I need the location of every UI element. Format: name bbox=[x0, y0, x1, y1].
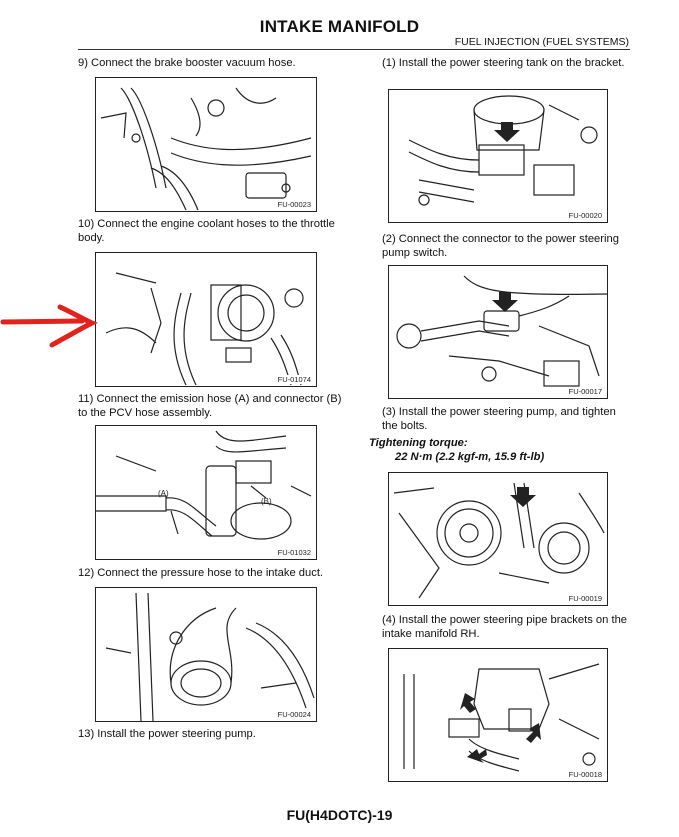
step-13-text: 13) Install the power steering pump. bbox=[78, 728, 256, 740]
step-11-text: 11) Connect the emission hose (A) and co… bbox=[78, 393, 342, 419]
figure-code: FU-00017 bbox=[567, 387, 603, 396]
step-10-text: 10) Connect the engine coolant hoses to … bbox=[78, 218, 335, 244]
figure-code: FU-00018 bbox=[567, 770, 603, 779]
step-3-text: (3) Install the power steering pump, and… bbox=[382, 406, 616, 432]
intake-duct-illustration bbox=[105, 592, 315, 721]
figure-ps-pump: FU-00019 bbox=[388, 472, 608, 606]
figure-pcv-hose: (A) (B) FU-01032 bbox=[95, 425, 317, 560]
figure-code: FU-00020 bbox=[567, 211, 603, 220]
ps-tank-illustration bbox=[408, 95, 598, 206]
arrow-icon bbox=[460, 693, 476, 713]
label-a: (A) bbox=[158, 489, 169, 498]
arrow-icon bbox=[510, 487, 536, 507]
page-footer: FU(H4DOTC)-19 bbox=[286, 807, 393, 823]
figure-code: FU-00023 bbox=[276, 200, 312, 209]
ps-brackets-illustration bbox=[403, 663, 600, 772]
arrow-icon bbox=[492, 292, 518, 312]
red-annotation-arrow-icon bbox=[0, 304, 98, 348]
figure-pressure-hose: FU-00024 bbox=[95, 587, 317, 722]
figure-coolant-hoses: FU-01074 bbox=[95, 252, 317, 387]
figure-brake-booster: FU-00023 bbox=[95, 77, 317, 212]
step-4-text: (4) Install the power steering pipe brac… bbox=[382, 614, 628, 640]
step-1-text: (1) Install the power steering tank on t… bbox=[382, 57, 625, 69]
section-header: FUEL INJECTION (FUEL SYSTEMS) bbox=[454, 36, 629, 48]
torque-value: 22 N·m (2.2 kgf-m, 15.9 ft-lb) bbox=[395, 451, 545, 463]
arrow-icon bbox=[526, 723, 541, 743]
step-12-text: 12) Connect the pressure hose to the int… bbox=[78, 567, 324, 579]
arrow-icon bbox=[467, 749, 487, 763]
throttle-body-illustration bbox=[105, 272, 304, 386]
pcv-hose-illustration: (A) (B) bbox=[96, 430, 312, 540]
figure-code: FU-00019 bbox=[567, 594, 603, 603]
figure-ps-connector: FU-00017 bbox=[388, 265, 608, 399]
torque-heading: Tightening torque: bbox=[369, 437, 468, 449]
figure-code: FU-01032 bbox=[276, 548, 312, 557]
page-title: INTAKE MANIFOLD bbox=[259, 17, 420, 36]
step-9-text: 9) Connect the brake booster vacuum hose… bbox=[78, 57, 296, 69]
figure-ps-brackets: FU-00018 bbox=[388, 648, 608, 782]
figure-code: FU-01074 bbox=[276, 375, 312, 384]
figure-ps-tank: FU-00020 bbox=[388, 89, 608, 223]
step-2-text: (2) Connect the connector to the power s… bbox=[382, 233, 619, 259]
ps-connector-illustration bbox=[396, 275, 607, 387]
arrow-icon bbox=[494, 122, 520, 142]
figure-code: FU-00024 bbox=[276, 710, 312, 719]
label-b: (B) bbox=[261, 497, 272, 506]
brake-booster-illustration bbox=[100, 87, 312, 211]
header-rule bbox=[78, 49, 630, 50]
ps-pump-illustration bbox=[393, 482, 605, 599]
